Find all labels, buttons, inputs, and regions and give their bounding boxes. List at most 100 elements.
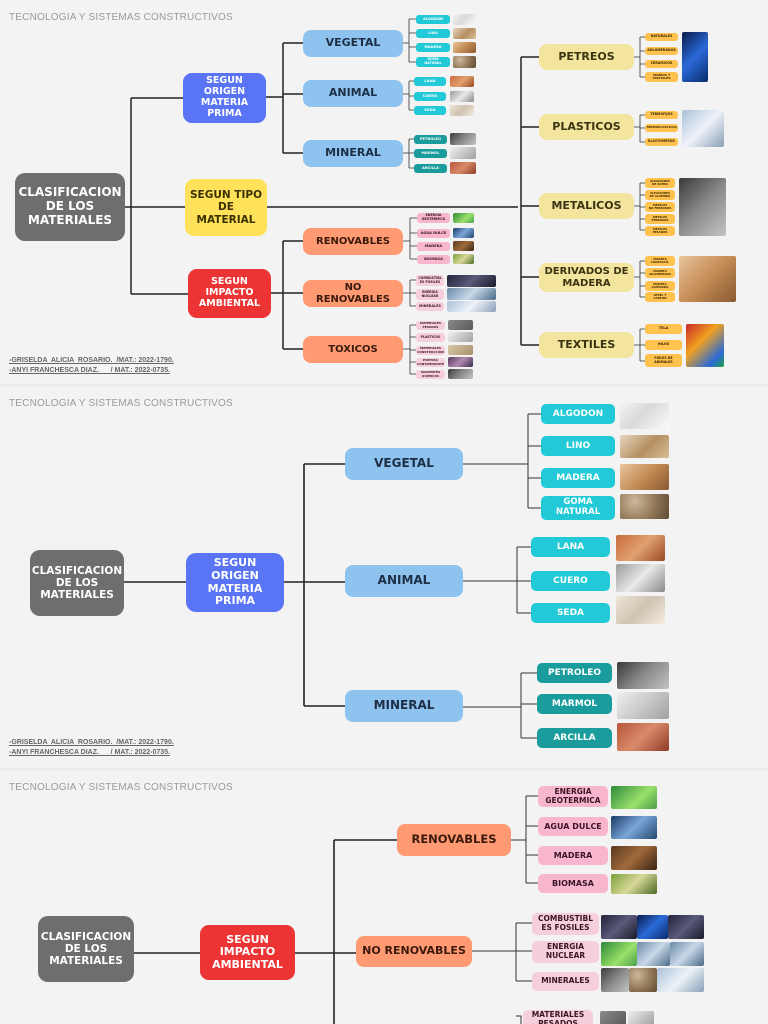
madera-ren-photo-thumb: [453, 241, 474, 251]
biomasa-photo-thumb: [453, 254, 474, 264]
algodon-photo-thumb: [453, 14, 476, 25]
item-lino: LINO: [541, 436, 615, 456]
petreos-photo-thumb: [682, 32, 708, 82]
solventes-photo-thumb: [448, 369, 473, 379]
plasticos-photo-thumb: [682, 110, 724, 147]
nuclear-photo-a: [601, 942, 637, 966]
mini-materiales-construccion: MATERIALES CONSTRUCCION: [416, 346, 445, 355]
mini-cuero: CUERO: [414, 92, 446, 101]
header-course-title: TECNOLOGIA Y SISTEMAS CONSTRUCTIVOS: [9, 12, 233, 23]
pesados-photo-b: [628, 1011, 654, 1024]
lino-photo: [620, 435, 669, 458]
item-energia-nuclear: ENERGIA NUCLEAR: [532, 941, 599, 963]
mini-vidrios: VIDRIOS Y CRISTALES: [645, 72, 678, 82]
marmol-photo: [617, 692, 669, 719]
geotermica-photo: [611, 786, 657, 809]
lana-photo-thumb: [450, 76, 474, 87]
mini-aleaciones-acero: ALEACIONES DE ACERO: [645, 178, 675, 188]
mini-pintura: PINTURA CONTAMINANTE: [416, 358, 445, 367]
mini-madera-ren: MADERA: [417, 242, 450, 251]
node-petreos: PETREOS: [539, 44, 634, 70]
agua-dulce-photo: [611, 816, 657, 839]
mini-solventes: SOLVENTES QUIMICOS: [416, 370, 445, 379]
author-2: -ANYI FRANCHESCA DIAZ. / MAT.: 2022-0735…: [9, 749, 171, 756]
item-arcilla: ARCILLA: [537, 728, 612, 748]
biomasa-photo: [611, 874, 657, 894]
node-segun-tipo: SEGUN TIPO DE MATERIAL: [185, 179, 267, 236]
node-renovables: RENOVABLES: [303, 228, 403, 255]
mini-petroleo: PETROLEO: [414, 135, 447, 144]
header-course-title: TECNOLOGIA Y SISTEMAS CONSTRUCTIVOS: [9, 782, 233, 793]
item-algodon: ALGODON: [541, 404, 615, 424]
metalicos-photo-thumb: [679, 178, 726, 236]
node-segun-origen: SEGUN ORIGEN MATERIA PRIMA: [183, 73, 266, 123]
derivados-photo-thumb: [679, 256, 736, 302]
item-energia-geotermica: ENERGIA GEOTERMICA: [538, 786, 608, 807]
mini-madera: MADERA: [416, 43, 450, 52]
node-metalicos: METALICOS: [539, 193, 634, 219]
mini-madera-contrach: MADERA CONTRACH.: [645, 256, 675, 266]
author-1: -GRISELDA ALICIA ROSARIO. /MAT.: 2022-17…: [9, 357, 174, 364]
node-no-renovables: NO RENOVABLES: [303, 280, 403, 307]
node-vegetal: VEGETAL: [345, 448, 463, 480]
page-origen: TECNOLOGIA Y SISTEMAS CONSTRUCTIVOS CLAS…: [0, 386, 768, 768]
nuclear-photo-c: [670, 942, 704, 966]
node-plasticos: PLASTICOS: [539, 114, 634, 140]
mini-hilos: HILOS: [645, 340, 682, 350]
pintura-photo-thumb: [448, 357, 473, 367]
agua-photo-thumb: [453, 228, 474, 238]
nuclear-photo-b: [637, 942, 670, 966]
node-segun-origen: SEGUN ORIGEN MATERIA PRIMA: [186, 553, 284, 612]
item-materiales-pesados: MATERIALES PESADOS: [523, 1010, 593, 1024]
node-animal: ANIMAL: [303, 80, 403, 107]
mini-plasticos-tox: PLASTICOS: [416, 333, 445, 342]
item-combustibles-fosiles: COMBUSTIBL ES FOSILES: [532, 913, 599, 935]
mini-goma-natural: GOMA NATURAL: [416, 57, 450, 67]
minerales-photo-thumb: [447, 301, 496, 312]
item-seda: SEDA: [531, 603, 610, 623]
node-animal: ANIMAL: [345, 565, 463, 597]
node-segun-impacto: SEGUN IMPACTO AMBIENTAL: [188, 269, 271, 318]
mini-ceramicos: CERAMICOS: [645, 60, 678, 68]
mini-minerales: MINERALES: [416, 302, 444, 311]
goma-photo-thumb: [453, 56, 476, 68]
mini-papel-carton: PAPEL Y CARTON: [645, 292, 675, 302]
mini-tela: TELA: [645, 324, 682, 334]
mini-madera-laminada: MADERA LAMINADA: [645, 281, 675, 291]
petroleo-photo: [617, 662, 669, 689]
mini-lana: LANA: [414, 77, 446, 86]
mini-pieles: PIELES DE ANIMALES: [645, 354, 682, 367]
petroleo-photo-thumb: [450, 133, 476, 145]
node-renovables: RENOVABLES: [397, 824, 511, 856]
marmol-photo-thumb: [450, 147, 476, 159]
item-marmol: MARMOL: [537, 694, 612, 714]
mini-energia-nuclear: ENERGIA NUCLEAR: [416, 289, 444, 300]
mini-naturales: NATURALES: [645, 33, 678, 41]
connector-lines: [125, 18, 645, 375]
madera-photo: [620, 464, 669, 490]
mini-termofijos: TERMOFIJOS: [645, 111, 678, 119]
mini-materiales-pesados: MATERIALES PESADOS: [416, 321, 445, 330]
madera-photo: [611, 846, 657, 870]
item-goma-natural: GOMA NATURAL: [541, 496, 615, 520]
mini-agua-dulce: AGUA DULCE: [417, 229, 450, 238]
item-minerales: MINERALES: [532, 972, 599, 991]
mini-ferrosos: METALES FERROSOS: [645, 214, 675, 224]
node-no-renovables: NO RENOVABLES: [356, 936, 472, 967]
fosiles-photo-b: [637, 915, 668, 939]
node-derivados-madera: DERIVADOS DE MADERA: [539, 263, 634, 292]
node-toxicos: TOXICOS: [303, 336, 403, 363]
lino-photo-thumb: [453, 28, 476, 39]
item-madera: MADERA: [538, 846, 608, 865]
header-course-title: TECNOLOGIA Y SISTEMAS CONSTRUCTIVOS: [9, 398, 233, 409]
seda-photo-thumb: [450, 105, 474, 116]
pesados-photo-a: [600, 1011, 626, 1024]
mini-termoplasticos: TERMOPLASTICOS: [645, 124, 678, 132]
lana-photo: [616, 535, 665, 561]
mini-seda: SEDA: [414, 106, 446, 115]
algodon-photo: [620, 403, 669, 429]
minerales-photo-a: [601, 968, 629, 992]
mini-elastomeros: ELASTOMEROS: [645, 138, 678, 146]
goma-natural-photo: [620, 494, 669, 519]
arcilla-photo-thumb: [450, 162, 476, 174]
